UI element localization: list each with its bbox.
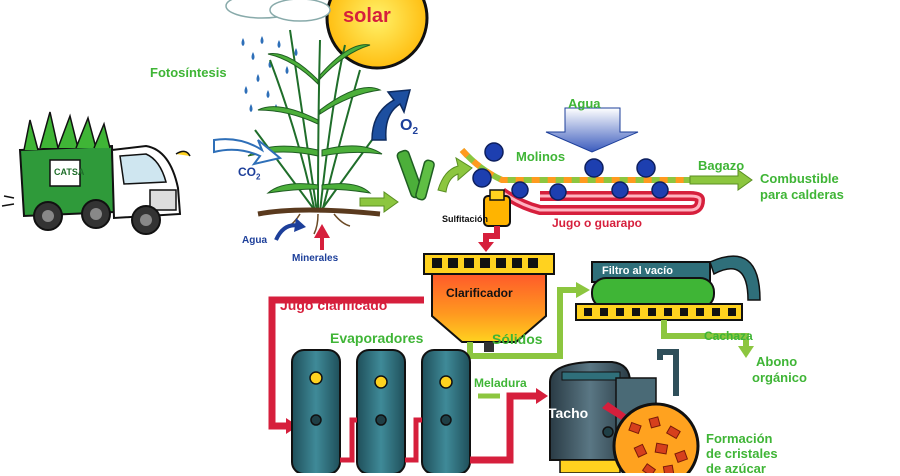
filter-cake-arrow xyxy=(661,320,749,350)
flow-arrow-bagasse xyxy=(689,169,753,191)
solids-label: Sólidos xyxy=(492,331,543,347)
vacuum-filter-label: Filtro al vacío xyxy=(602,265,673,277)
crystals-label-line1: Formación xyxy=(706,431,773,446)
o2-text: O xyxy=(400,117,413,134)
rain-drops xyxy=(241,36,298,112)
juice-to-clarifier-pipe xyxy=(483,226,500,246)
sugar-crystals xyxy=(612,402,700,473)
filter-cake-arrow-head xyxy=(738,346,754,358)
o2-label: O2 xyxy=(400,117,419,138)
sun-label: solar xyxy=(343,5,391,27)
syrup-label: Meladura xyxy=(474,376,527,390)
clarified-juice-label: Jugo clarificado xyxy=(280,297,388,313)
evaporator-3 xyxy=(421,349,471,473)
flow-arrow-plant-to-cane xyxy=(359,191,399,213)
evaporators-label: Evaporadores xyxy=(330,330,424,346)
crystals-label-line2: de cristales xyxy=(706,446,778,461)
co2-text: CO xyxy=(238,165,256,179)
crystals-label-line3: de azúcar xyxy=(706,461,766,476)
syrup-pipe-head xyxy=(536,388,548,404)
ground-line xyxy=(257,207,381,217)
mill-water-arrow xyxy=(545,107,639,153)
co2-subscript: 2 xyxy=(256,172,261,182)
sugar-cane-plant xyxy=(254,29,373,213)
solids-flow-head xyxy=(576,282,590,298)
root-water-label: Agua xyxy=(242,235,267,246)
evaporators xyxy=(291,349,471,473)
truck-brand: CATSA xyxy=(54,167,85,177)
evaporator-1 xyxy=(291,349,341,473)
fuel-label-line1: Combustible xyxy=(760,171,839,186)
minerals-arrow xyxy=(314,224,330,250)
o2-subscript: 2 xyxy=(412,126,419,138)
co2-arrow xyxy=(213,138,283,166)
sulfitation-label: Sulfitación xyxy=(442,214,489,224)
root-water-arrow-head xyxy=(294,218,306,232)
fuel-label-line2: para calderas xyxy=(760,187,844,202)
bagasse-label: Bagazo xyxy=(698,158,745,173)
cut-cane-pieces xyxy=(396,149,435,201)
o2-arrow xyxy=(371,89,412,141)
co2-label: CO2 xyxy=(238,166,260,182)
rain-cloud xyxy=(225,0,331,22)
clarifier-tank xyxy=(423,253,555,352)
photosynthesis-label: Fotosíntesis xyxy=(150,65,227,80)
minerals-label: Minerales xyxy=(292,253,339,264)
mill-water-label: Agua xyxy=(568,96,601,111)
mills-label: Molinos xyxy=(516,149,566,164)
fertilizer-label-line1: Abono xyxy=(756,354,798,369)
juice-pipe xyxy=(499,187,706,215)
pan-label: Tacho xyxy=(548,405,589,421)
juice-label: Jugo o guarapo xyxy=(552,216,642,230)
filter-cake-label: Cachaza xyxy=(704,329,753,343)
clarified-juice-pipe xyxy=(268,296,424,430)
mill-rollers xyxy=(472,142,669,201)
clarifier-label: Clarificador xyxy=(446,286,513,300)
flow-arrow-cane-to-mills xyxy=(437,156,473,193)
vacuum-filter xyxy=(575,255,761,321)
fertilizer-label-line2: orgánico xyxy=(752,370,807,385)
syrup-pipe xyxy=(470,392,540,464)
cane-truck xyxy=(1,111,191,235)
solids-flow-line xyxy=(467,287,580,359)
evaporator-2 xyxy=(356,349,406,473)
juice-to-clarifier-head xyxy=(478,242,494,252)
